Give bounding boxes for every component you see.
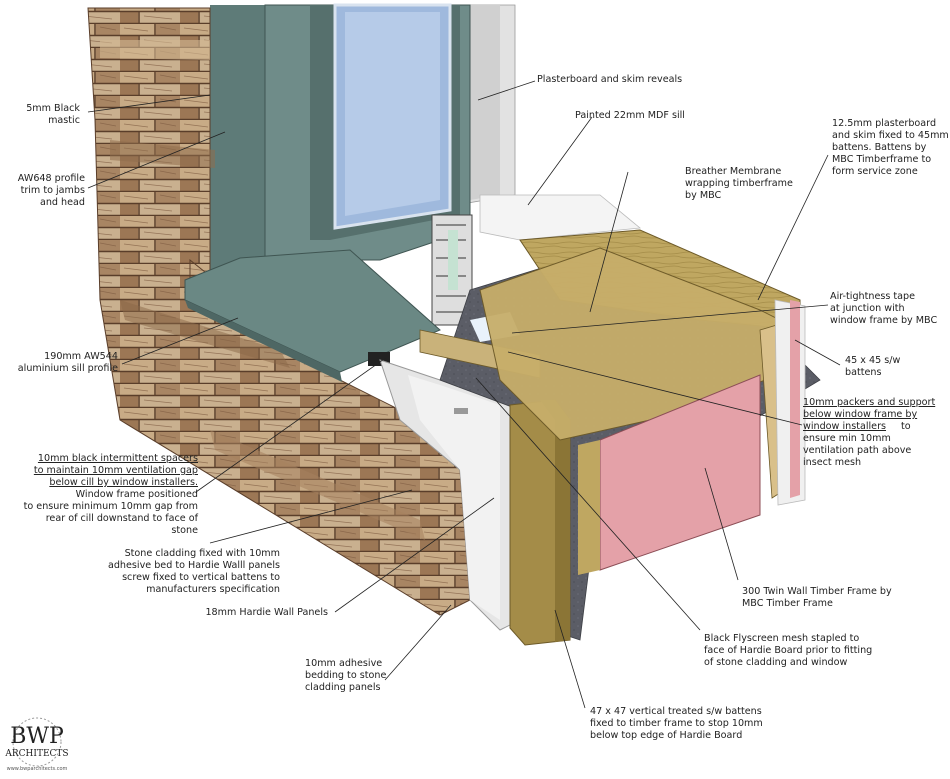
label-aluminium-sill: 190mm AW544 aluminium sill profile [17,351,118,374]
label-sw-battens-45: 45 x 45 s/w battens [845,355,901,378]
logo-mark: BWP [10,724,64,749]
label-twin-wall-frame: 300 Twin Wall Timber Frame by MBC Timber… [742,586,892,609]
label-window-frame-positioned: Window frame positioned to ensure minimu… [23,489,198,536]
logo-ring-icon [12,717,62,767]
label-plasterboard-battens: 12.5mm plasterboard and skim fixed to 45… [832,118,949,177]
label-breather-membrane: Breather Membrane wrapping timberframe b… [685,166,793,201]
label-stone-cladding: Stone cladding fixed with 10mm adhesive … [107,548,280,595]
stone-cladding [87,7,471,616]
label-packers-rest: to ensure min 10mm ventilation path abov… [803,421,912,468]
label-mdf-sill: Painted 22mm MDF sill [575,110,685,121]
timber-frame [479,229,806,575]
label-airtightness-tape: Air-tightness tape at junction with wind… [830,291,938,326]
label-packers-underlined: 10mm packers and support below window fr… [803,397,936,432]
label-adhesive-bedding: 10mm adhesive bedding to stone cladding … [305,658,387,693]
logo-subtitle: ARCHITECTS [5,749,69,759]
bwp-architects-logo: BWP ARCHITECTS www.bwparchitects.com [4,712,70,778]
plasterboard-reveal [455,4,516,206]
label-plasterboard-reveals: Plasterboard and skim reveals [537,74,683,85]
label-vertical-battens-47: 47 x 47 vertical treated s/w battens fix… [590,706,763,741]
window-frame [210,3,473,326]
vertical-battens [419,329,571,646]
label-aw648-profile: AW648 profile trim to jambs and head [17,173,85,208]
aluminium-sill [184,249,441,382]
leader-lines [87,80,841,709]
mdf-sill [479,194,641,241]
label-spacers-underlined: 10mm black intermittent spacers to maint… [33,453,198,488]
logo-url: www.bwparchitects.com [6,766,68,772]
label-hardie-panels: 18mm Hardie Wall Panels [205,607,328,618]
label-black-mastic: 5mm Black mastic [26,103,80,126]
label-flyscreen-mesh: Black Flyscreen mesh stapled to face of … [704,633,873,668]
